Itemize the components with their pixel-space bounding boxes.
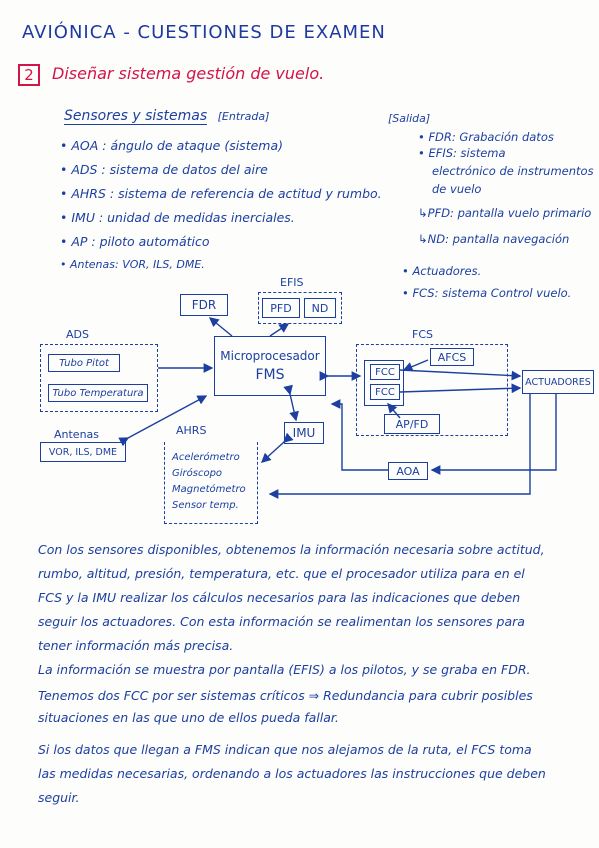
ahrs-group xyxy=(164,442,258,524)
fcs-label: FCS xyxy=(412,328,433,341)
fcc-box-1: FCC xyxy=(370,364,400,380)
page-title: AVIÓNICA - CUESTIONES DE EXAMEN xyxy=(22,22,386,43)
fcc-box-2: FCC xyxy=(370,384,400,400)
body-line: La información se muestra por pantalla (… xyxy=(38,662,531,677)
apfd-box: AP/FD xyxy=(384,414,440,434)
output-item: • FDR: Grabación datos xyxy=(418,130,554,144)
input-item: • AP : piloto automático xyxy=(60,234,210,249)
ads-group xyxy=(40,344,158,412)
actuadores-box: ACTUADORES xyxy=(522,370,594,394)
output-item: • Actuadores. xyxy=(402,264,482,278)
inputs-heading-text: Sensores y sistemas xyxy=(64,108,208,125)
fms-line1: Microprocesador xyxy=(220,349,320,363)
question-text: Diseñar sistema gestión de vuelo. xyxy=(52,64,325,83)
fdr-box: FDR xyxy=(180,294,228,316)
pfd-box: PFD xyxy=(262,298,300,318)
body-line: FCS y la IMU realizar los cálculos neces… xyxy=(38,590,521,605)
inputs-tag: [Entrada] xyxy=(217,110,270,123)
ahrs-label: AHRS xyxy=(176,424,207,437)
input-item: • AHRS : sistema de referencia de actitu… xyxy=(60,186,382,201)
input-item: • IMU : unidad de medidas inerciales. xyxy=(60,210,295,225)
ahrs-item: Magnetómetro xyxy=(172,484,246,495)
output-item-pfd: ↳PFD: pantalla vuelo primario xyxy=(418,206,592,220)
output-item: electrónico de instrumentos xyxy=(432,164,594,178)
fms-box: Microprocesador FMS xyxy=(214,336,326,396)
fcc-group xyxy=(364,360,404,406)
imu-box: IMU xyxy=(284,422,324,444)
output-item: • EFIS: sistema xyxy=(418,146,506,160)
ads-label: ADS xyxy=(66,328,89,341)
output-nd-text: ND: pantalla navegación xyxy=(427,232,570,246)
nd-box: ND xyxy=(304,298,336,318)
output-item: de vuelo xyxy=(432,182,482,196)
body-line: rumbo, altitud, presión, temperatura, et… xyxy=(38,566,525,581)
body-line: seguir. xyxy=(38,790,80,805)
antenas-box: VOR, ILS, DME xyxy=(40,442,126,462)
body-line: Con los sensores disponibles, obtenemos … xyxy=(38,542,545,557)
fms-line2: FMS xyxy=(255,367,285,383)
temp-tube-box: Tubo Temperatura xyxy=(48,384,148,402)
input-item: • ADS : sistema de datos del aire xyxy=(60,162,268,177)
input-item: • AOA : ángulo de ataque (sistema) xyxy=(60,138,283,153)
ahrs-item: Giróscopo xyxy=(172,468,223,479)
pitot-box: Tubo Pitot xyxy=(48,354,120,372)
output-item-nd: ↳ND: pantalla navegación xyxy=(418,232,570,246)
efis-group xyxy=(258,292,342,324)
body-line: tener información más precisa. xyxy=(38,638,234,653)
body-line: Tenemos dos FCC por ser sistemas crítico… xyxy=(38,688,533,703)
body-line: seguir los actuadores. Con esta informac… xyxy=(38,614,525,629)
question-number: 2 xyxy=(18,64,40,86)
input-item: • Antenas: VOR, ILS, DME. xyxy=(60,258,205,271)
ahrs-item: Acelerómetro xyxy=(172,452,240,463)
afcs-box: AFCS xyxy=(430,348,474,366)
body-line: situaciones en las que uno de ellos pued… xyxy=(38,710,339,725)
efis-label: EFIS xyxy=(280,276,304,289)
fcs-group xyxy=(356,344,508,436)
output-item: • FCS: sistema Control vuelo. xyxy=(402,286,572,300)
inputs-heading: Sensores y sistemas [Entrada] xyxy=(64,108,270,125)
ahrs-item: Sensor temp. xyxy=(172,500,239,511)
body-line: las medidas necesarias, ordenando a los … xyxy=(38,766,546,781)
outputs-tag: [Salida] xyxy=(388,112,431,125)
output-pfd-text: PFD: pantalla vuelo primario xyxy=(427,206,592,220)
aoa-box: AOA xyxy=(388,462,428,480)
antenas-label: Antenas xyxy=(54,428,100,441)
body-line: Si los datos que llegan a FMS indican qu… xyxy=(38,742,532,757)
